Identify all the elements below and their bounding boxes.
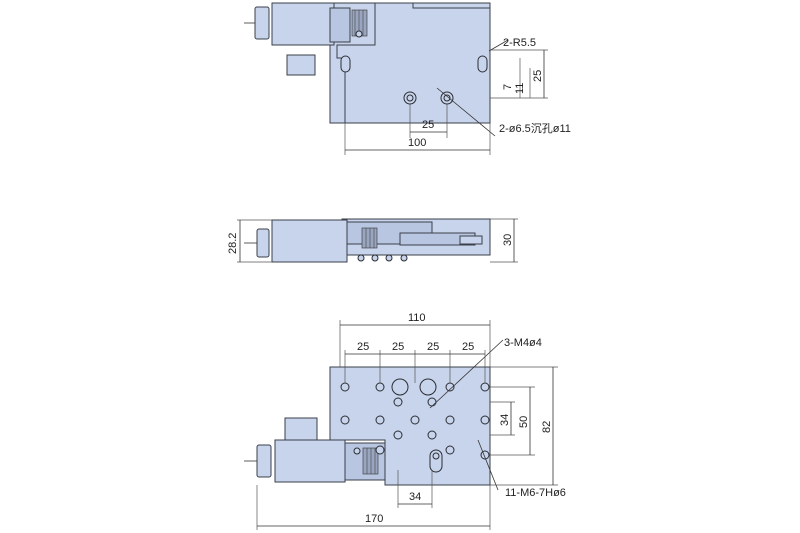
- bottom-hole: [427, 430, 437, 440]
- bottom-hole: [393, 397, 403, 407]
- bottom-hole: [445, 415, 455, 425]
- bottom-hole: [375, 382, 385, 392]
- bottom-hole: [393, 430, 403, 440]
- side-screw-2: [371, 254, 379, 262]
- top-dim-25-vertical: 25: [532, 70, 544, 82]
- top-dim-7: 7: [502, 84, 514, 90]
- side-dim-30: 30: [502, 234, 514, 246]
- top-screw-hole: [355, 30, 363, 38]
- bottom-dim-25-c: 25: [427, 341, 439, 353]
- bottom-knurl: [362, 447, 379, 475]
- side-screw-1: [357, 254, 365, 262]
- bottom-hole: [419, 378, 437, 396]
- bottom-hole: [480, 382, 490, 392]
- side-knob: [256, 228, 270, 258]
- top-lock-block: [286, 54, 316, 76]
- top-dim-hole-spec: 2-ø6.5沉孔ø11: [499, 122, 571, 135]
- bottom-dim-m4: 3-M4ø4: [504, 337, 542, 349]
- side-screw-4: [400, 254, 408, 262]
- bottom-dim-110: 110: [408, 312, 426, 324]
- bottom-view: 110 25 25 25 25 3-M4ø4 34 50 82 11-M6-7H…: [244, 312, 566, 530]
- bottom-dim-25-d: 25: [462, 341, 474, 353]
- bottom-dim-25-b: 25: [392, 341, 404, 353]
- bottom-lock-block: [284, 417, 318, 441]
- top-knurl: [351, 9, 368, 37]
- top-slot-right: [477, 55, 488, 73]
- top-counterbore-hole-2-inner: [443, 94, 451, 102]
- bottom-screw-hole: [353, 447, 361, 455]
- top-dim-radius: 2-R5.5: [503, 37, 536, 49]
- top-knob: [254, 6, 270, 40]
- side-screw-3: [385, 254, 393, 262]
- top-counterbore-hole-1-inner: [406, 94, 414, 102]
- bottom-knob: [256, 444, 272, 478]
- bottom-hole: [375, 445, 385, 455]
- bottom-slot-hole: [432, 452, 440, 460]
- side-view: 28.2 30: [227, 218, 518, 263]
- side-tip: [459, 235, 483, 245]
- bottom-hole: [340, 415, 350, 425]
- top-micrometer-housing: [271, 2, 335, 46]
- bottom-hole: [480, 415, 490, 425]
- bottom-dim-170: 170: [365, 513, 383, 525]
- bottom-hole: [427, 397, 437, 407]
- bottom-hole: [391, 378, 409, 396]
- bottom-hole: [340, 382, 350, 392]
- top-micrometer-body: [329, 7, 351, 43]
- bottom-hole: [375, 415, 385, 425]
- bottom-hole: [410, 415, 420, 425]
- top-dim-25-horizontal: 25: [422, 119, 434, 131]
- bottom-dim-50: 50: [518, 416, 530, 428]
- bottom-hole: [445, 445, 455, 455]
- bottom-dim-m6: 11-M6-7Hø6: [505, 487, 566, 499]
- bottom-dim-34-horizontal: 34: [409, 491, 421, 503]
- side-micrometer: [271, 219, 348, 263]
- bottom-micrometer-housing: [274, 439, 346, 483]
- top-dim-100: 100: [408, 137, 426, 149]
- bottom-dim-82: 82: [541, 421, 553, 433]
- bottom-dim-34-vertical: 34: [499, 414, 511, 426]
- side-knurl: [361, 227, 378, 249]
- top-dim-11: 11: [514, 83, 526, 94]
- side-dim-28-2: 28.2: [227, 233, 239, 254]
- bottom-dim-25-a: 25: [357, 341, 369, 353]
- top-slot-left: [340, 55, 351, 73]
- top-view: 2-R5.5 7 11 25 25 100 2-ø6.5沉孔ø11: [244, 2, 571, 155]
